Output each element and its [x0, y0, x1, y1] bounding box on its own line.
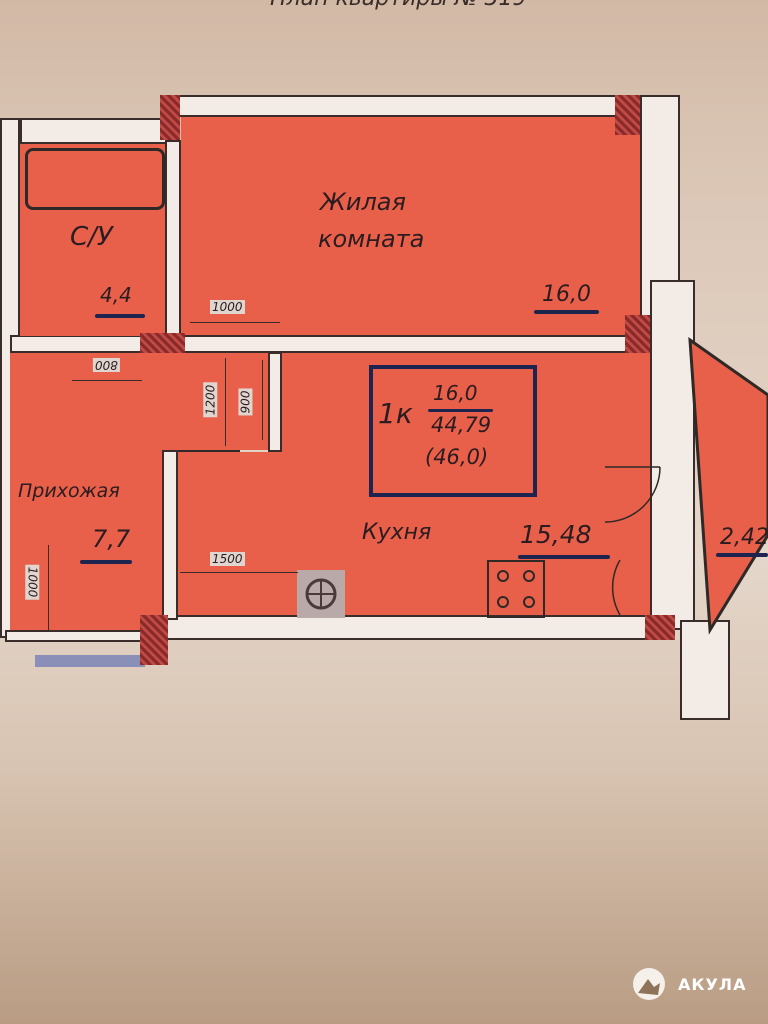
plan-title: План квартиры № 319: [270, 0, 526, 11]
bathroom: [20, 144, 165, 336]
door-swing-icon: [604, 466, 661, 616]
living-area-total: 16,0: [433, 381, 478, 405]
living-room: [181, 117, 640, 335]
dimension-line: [225, 358, 226, 446]
wall: [10, 335, 650, 353]
dimension-kitchen-door: 900: [238, 388, 253, 416]
balcony-area: 2,42: [720, 525, 768, 550]
kitchen-corner: [240, 452, 282, 492]
wall: [680, 620, 730, 720]
dimension-line: [190, 322, 280, 323]
wall: [165, 140, 181, 340]
column: [645, 615, 675, 640]
stove-icon: [487, 560, 545, 618]
window-block: [35, 655, 145, 667]
wall: [650, 280, 695, 630]
bathroom-area: 4,4: [100, 283, 132, 307]
apartment-type: 1к: [378, 397, 413, 430]
apartment-summary-box: 1к 16,0 44,79 (46,0): [369, 365, 537, 497]
dimension-entrance: 1000: [25, 564, 40, 600]
bathtub-icon: [25, 148, 165, 210]
living-room-name-1: Жилая: [320, 188, 406, 216]
living-room-name-2: комната: [318, 225, 425, 253]
total-area-with-balcony: (46,0): [425, 445, 489, 469]
area-underline: [518, 555, 610, 559]
wall: [165, 95, 635, 117]
wall: [20, 118, 170, 144]
dimension-kitchen-length: 1500: [210, 552, 245, 566]
living-room-area: 16,0: [542, 282, 591, 307]
dimension-line: [72, 380, 142, 381]
area-underline: [716, 553, 768, 557]
dimension-line: [262, 360, 263, 440]
wall: [268, 352, 282, 452]
wall: [162, 450, 178, 620]
wall: [165, 615, 670, 640]
column: [160, 95, 180, 140]
column: [625, 315, 650, 353]
watermark: АКУЛА: [630, 965, 746, 1003]
area-underline: [534, 310, 599, 314]
balcony: [688, 336, 768, 635]
dimension-line: [48, 545, 49, 630]
dimension-bath-door: 800: [93, 358, 120, 372]
brand-name: АКУЛА: [678, 974, 747, 994]
hallway-area: 7,7: [92, 525, 131, 553]
dimension-line: [180, 572, 298, 573]
kitchen-name: Кухня: [362, 520, 432, 545]
dimension-hall-width: 1200: [203, 382, 218, 418]
dimension-living-door: 1000: [210, 300, 245, 314]
shark-logo-icon: [633, 968, 665, 1000]
column: [140, 615, 168, 665]
total-area: 44,79: [431, 413, 492, 437]
column: [140, 333, 185, 353]
column: [615, 95, 640, 135]
boiler-icon: [297, 570, 345, 618]
fraction-line: [428, 409, 493, 412]
area-underline: [95, 314, 145, 318]
bathroom-name: С/У: [70, 222, 113, 252]
hallway-name: Прихожая: [18, 480, 120, 502]
area-underline: [80, 560, 132, 564]
kitchen-area: 15,48: [520, 520, 592, 549]
